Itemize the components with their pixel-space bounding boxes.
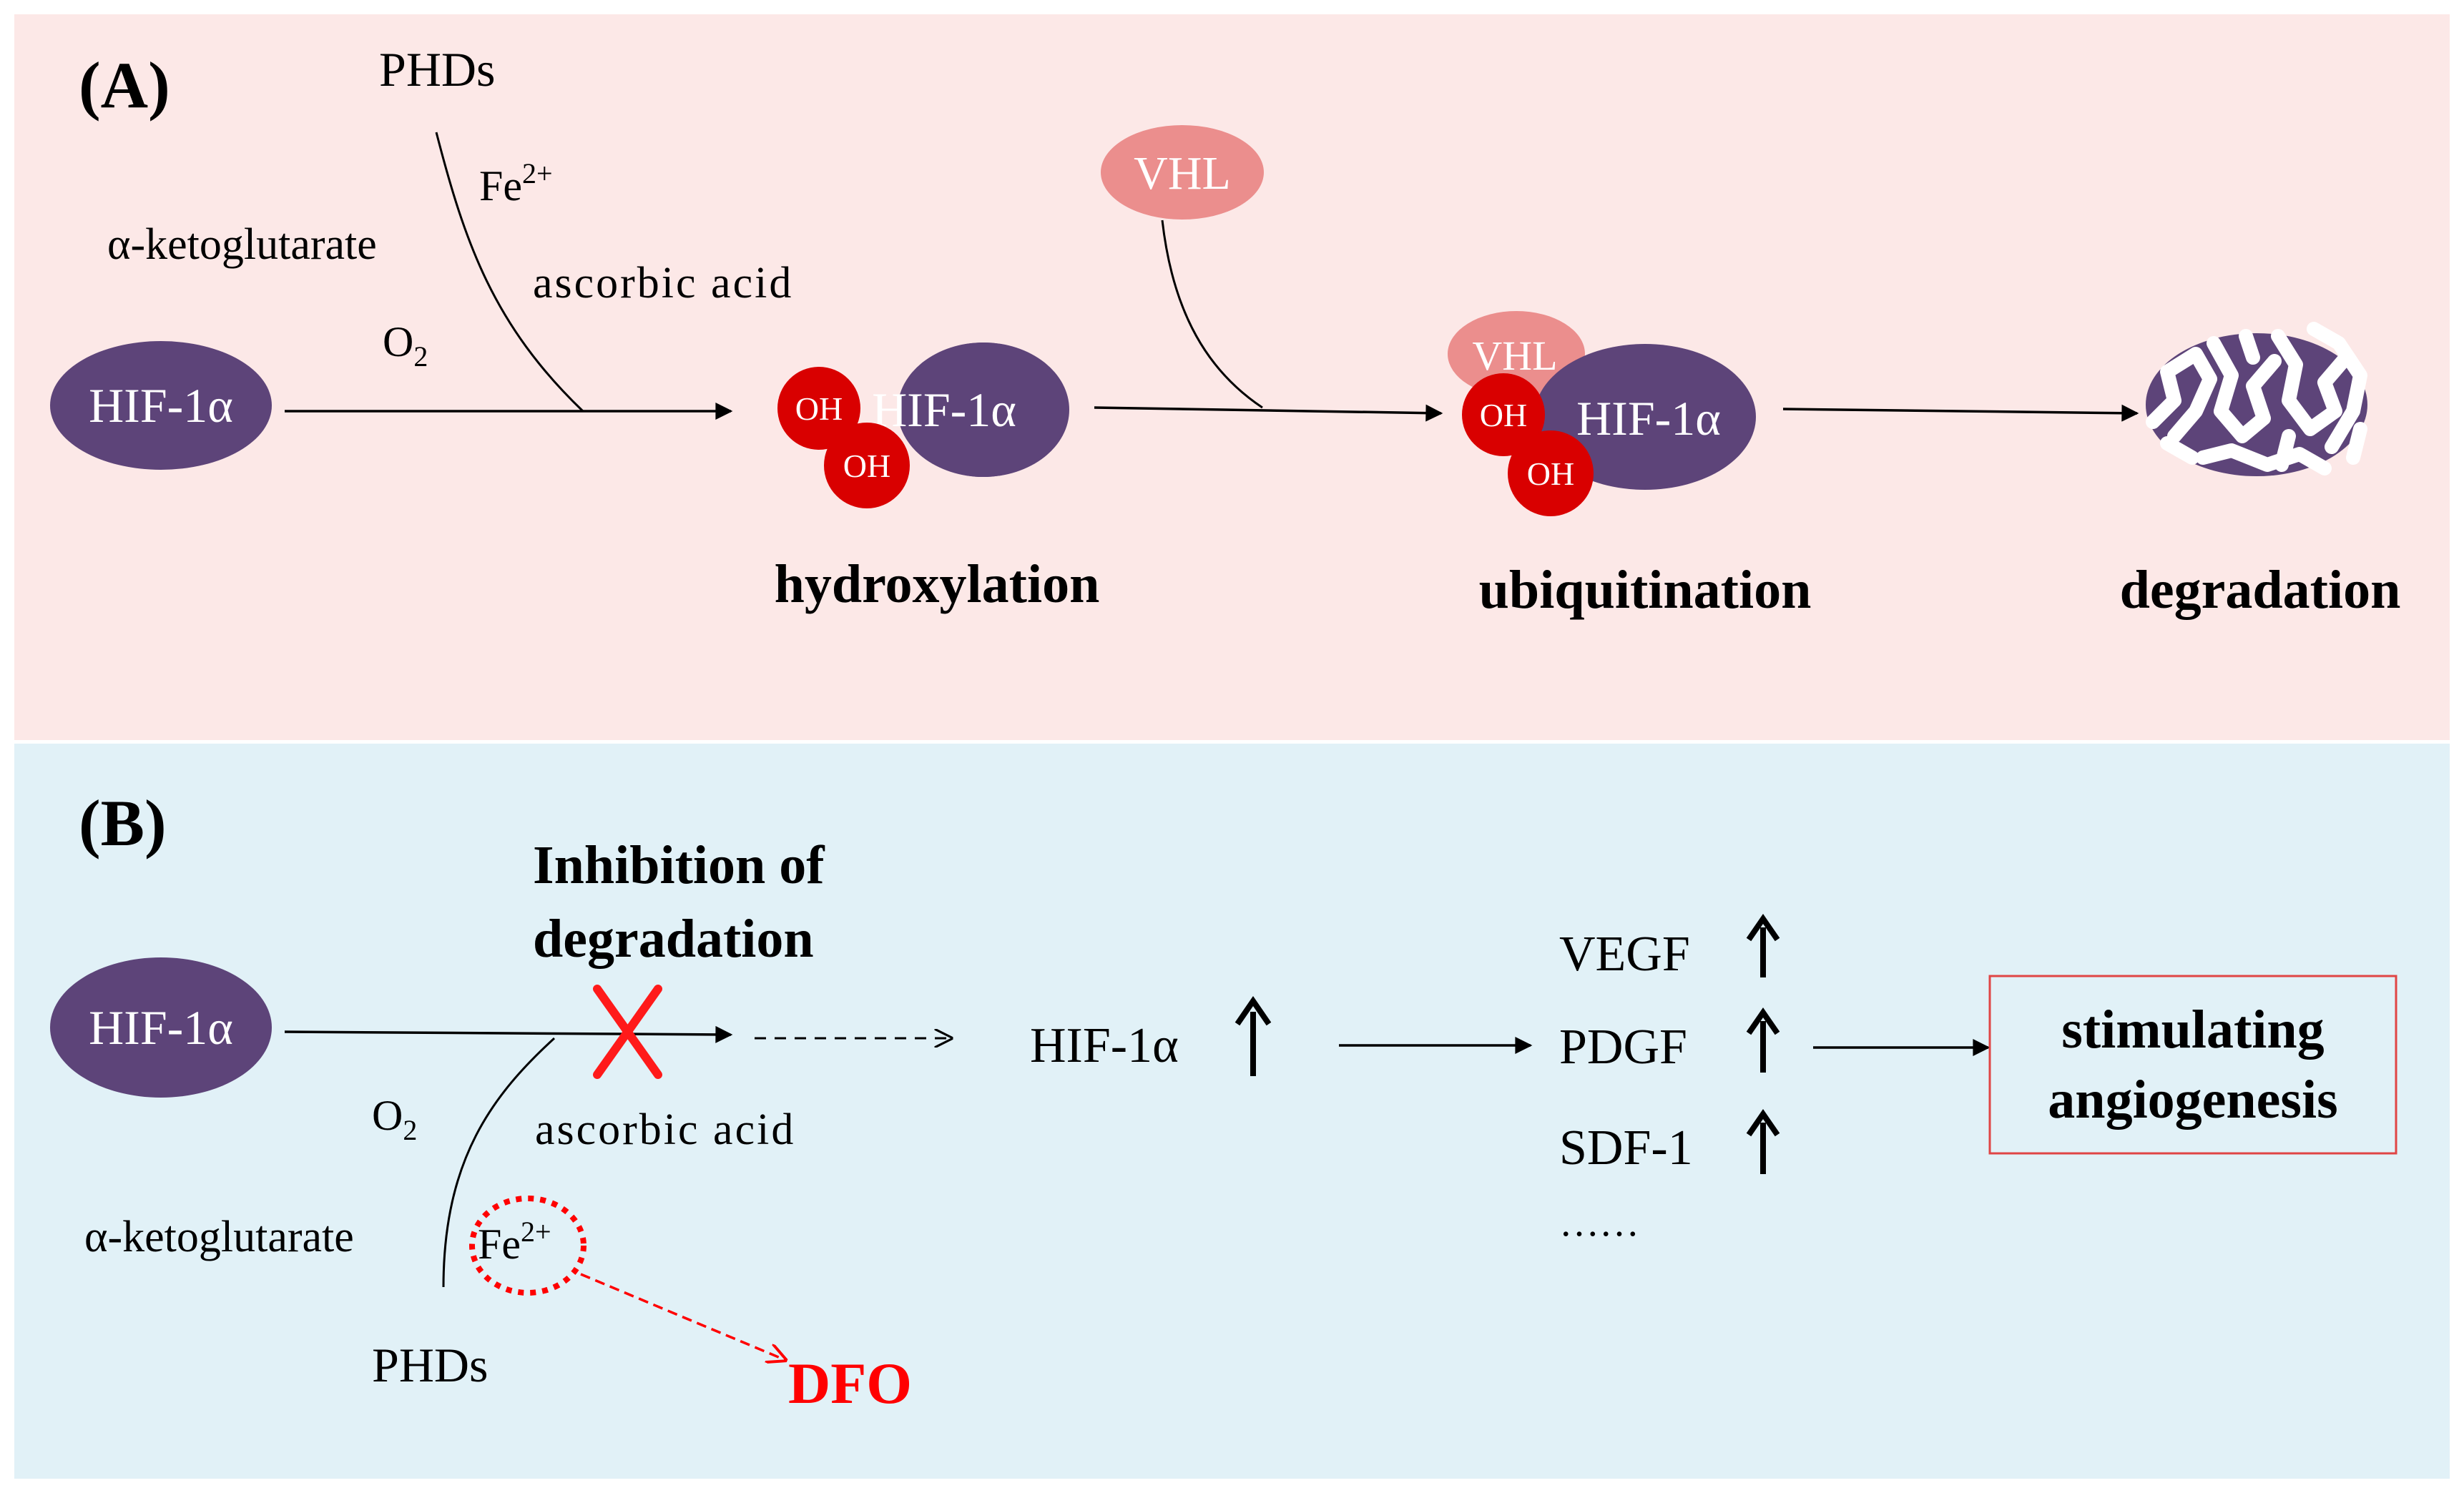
hydroxylated-hif-1a-node-body (898, 343, 1069, 477)
step-ubiquitination-label: ubiquitination (1479, 560, 1812, 620)
arrow-to-ubiquitination (1094, 404, 1443, 422)
panel-b-background (14, 744, 2450, 1479)
arrow-to-degradation (1782, 404, 2139, 422)
phds-cofactor-curve-b (442, 1037, 556, 1288)
oh-group-2 (824, 423, 910, 508)
hydroxylated-hif-1a-label: HIF-1α (872, 383, 1016, 437)
ubiquitinated-hif-1a-label: HIF-1α (1576, 391, 1721, 445)
inhibition-line-2: degradation (533, 909, 814, 969)
vhl-label: VHL (1134, 147, 1231, 199)
bound-vhl-label: VHL (1472, 332, 1557, 379)
phds-cofactor-curve (435, 132, 584, 413)
outcome-box (1988, 975, 2397, 1155)
panel-b-label: (B) (79, 787, 167, 859)
oh-group-1 (777, 367, 860, 450)
vhl-binding-curve (1161, 220, 1263, 409)
outcome-line-1: stimulating (2061, 1000, 2324, 1060)
ascorbic-acid-label: ascorbic acid (533, 259, 793, 307)
o2-label-b: O2 (372, 1092, 417, 1146)
pdgf-label: PDGF (1559, 1020, 1687, 1075)
alpha-ketoglutarate-label-b: α-ketoglutarate (84, 1213, 354, 1261)
oh-group-4 (1508, 430, 1594, 516)
step-hydroxylation-label: hydroxylation (775, 554, 1100, 614)
dfo-chelation-arrow (580, 1273, 785, 1360)
phds-label: PHDs (379, 42, 496, 97)
outcome-line-2: angiogenesis (2048, 1070, 2337, 1130)
ubiquitinated-hif-1a-node (1534, 344, 1756, 490)
phds-label-b: PHDs (372, 1338, 489, 1392)
inhibition-x-icon (593, 985, 662, 1079)
hif-1a-label: HIF-1α (89, 378, 233, 433)
pdgf-increase-arrow-icon (1746, 1007, 1780, 1073)
step-degradation-label: degradation (2120, 560, 2401, 620)
oh-group-3-label: OH (1480, 397, 1527, 433)
vegf-label: VEGF (1559, 927, 1690, 982)
panel-a-label: (A) (79, 49, 170, 122)
o2-label: O2 (383, 318, 428, 373)
ascorbic-acid-label-b: ascorbic acid (535, 1105, 795, 1154)
fe2-highlight-circle (469, 1196, 586, 1296)
hif-1a-increase-arrow-icon (1235, 995, 1272, 1076)
hif-1a-node-b (50, 957, 272, 1098)
fe2-label-b: Fe2+ (478, 1216, 551, 1268)
hif-1a-label-b: HIF-1α (89, 1000, 233, 1055)
oh-group-4-label: OH (1527, 455, 1574, 492)
fe2-label: Fe2+ (479, 157, 553, 210)
more-factors-ellipsis: …… (1559, 1201, 1639, 1245)
panel-a-background (14, 14, 2450, 740)
hif-1a-node (50, 341, 272, 470)
bound-vhl-node (1448, 311, 1585, 397)
vegf-increase-arrow-icon (1746, 913, 1780, 977)
sdf-1-label: SDF-1 (1559, 1120, 1693, 1176)
oh-group-1-label: OH (795, 390, 843, 427)
alpha-ketoglutarate-label: α-ketoglutarate (107, 220, 377, 269)
hif-1a-increase-label: HIF-1α (1030, 1018, 1179, 1073)
degraded-protein-icon (2146, 322, 2367, 476)
sdf-1-increase-arrow-icon (1746, 1108, 1780, 1174)
blocked-degradation-arrow (284, 1025, 733, 1043)
vhl-node (1101, 125, 1264, 220)
oh-group-2-label: OH (843, 448, 890, 484)
inhibition-line-1: Inhibition of (533, 835, 825, 895)
oh-group-3 (1462, 373, 1545, 456)
dfo-label: DFO (788, 1351, 912, 1416)
